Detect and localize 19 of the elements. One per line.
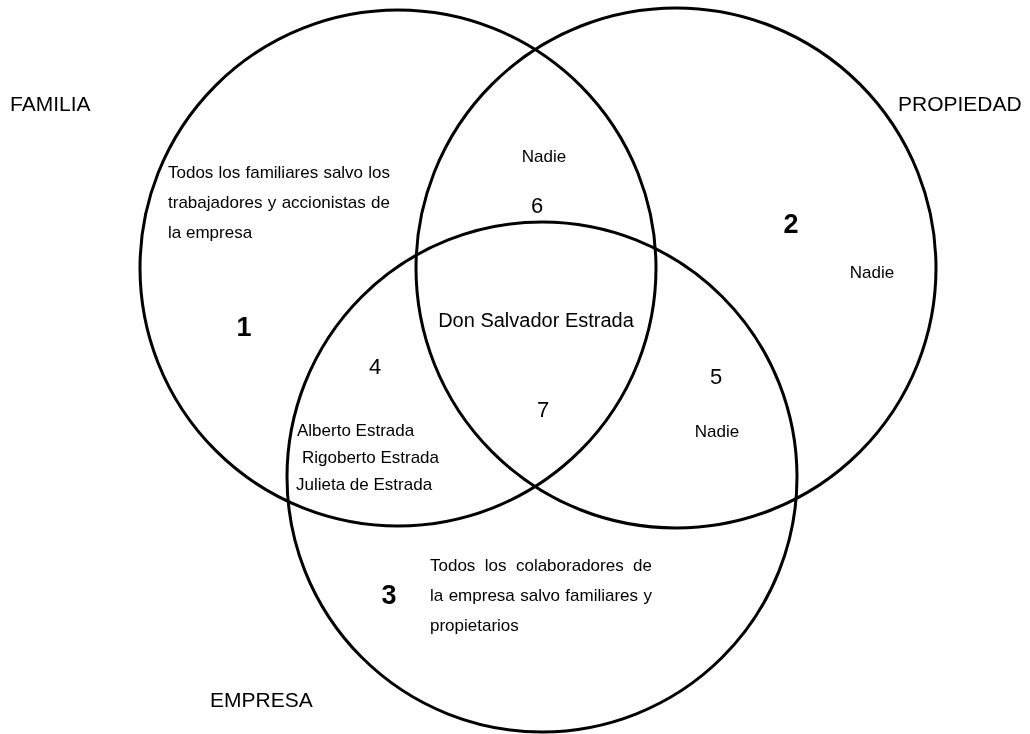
region-text: Nadie [521,147,567,167]
region-text: Rigoberto Estrada [302,448,440,468]
region-number: 3 [381,579,397,611]
region-text: Don Salvador Estrada [438,308,634,332]
set-label: FAMILIA [10,92,91,116]
region-text: Alberto Estrada [297,421,415,441]
region-number: 2 [783,208,799,240]
region-text: Nadie [849,263,895,283]
region-text: Todos los familiares salvo los trabajadores y accionistas de la empresa [168,162,390,244]
region-number: 4 [368,354,382,380]
set-label: PROPIEDAD [898,92,1022,116]
region-text: Nadie [694,422,740,442]
region-number: 6 [530,193,544,219]
region-number: 1 [236,311,252,343]
region-number: 5 [709,364,723,390]
region-text: Julieta de Estrada [296,475,433,495]
set-label: EMPRESA [210,688,313,712]
region-text: Todos los colaboradores de la empresa salvo familiares y propietarios [430,555,652,637]
region-number: 7 [536,397,550,423]
